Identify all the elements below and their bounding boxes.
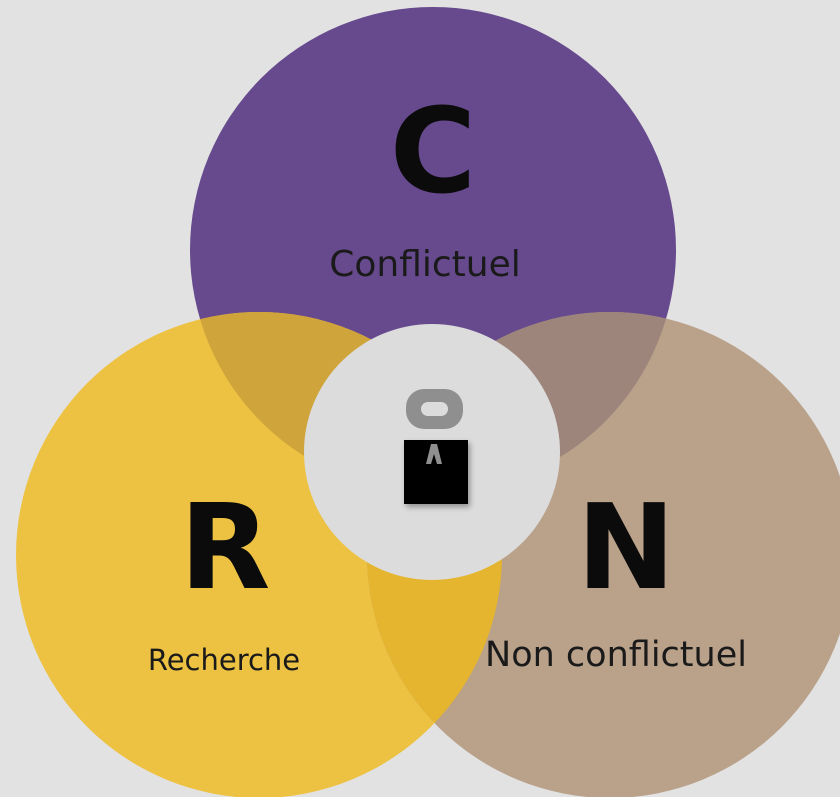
letter-c: C <box>390 82 477 220</box>
person-icon-head-hole <box>421 402 448 416</box>
letter-n: N <box>577 478 676 616</box>
person-icon-collar <box>426 444 442 464</box>
caption-non-conflictuel: Non conflictuel <box>485 635 747 675</box>
letter-r: R <box>180 478 271 616</box>
caption-conflictuel: Conflictuel <box>329 244 521 285</box>
caption-recherche: Recherche <box>148 643 300 677</box>
person-icon <box>404 389 468 504</box>
